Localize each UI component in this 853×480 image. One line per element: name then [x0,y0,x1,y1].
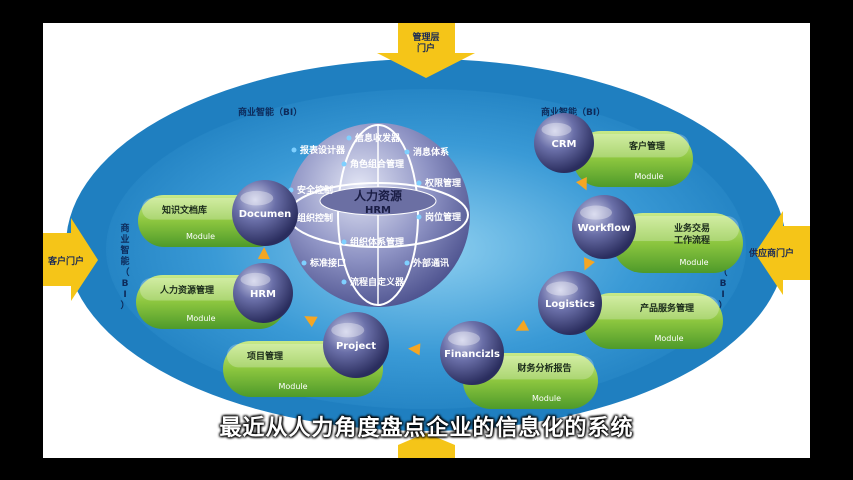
bottom-portal-arrow [398,433,455,458]
center-item: 组织体系管理 [341,236,404,248]
bi-vertical-char: 智 [120,244,129,256]
bi-label-left: 商业智能（BI） [120,222,129,311]
center-item: 流程自定义器 [341,276,405,288]
bi-vertical-char: B [122,279,129,289]
svg-text:报表设计器: 报表设计器 [300,144,346,156]
bi-vertical-char: 能 [120,255,129,267]
orbit-arrow [304,316,318,328]
bi-vertical-char: B [720,279,727,289]
module-caption: Module [532,394,561,403]
bi-label-top-left: 商业智能（BI） [238,106,302,118]
center-item: 消息体系 [404,146,449,158]
top-portal-label-1: 管理层 [412,31,439,43]
center-title: 人力资源 [354,188,402,203]
module-node-name: Documen [239,209,292,220]
center-item: 角色组合管理 [341,158,404,170]
center-item: 信息收发器 [346,132,401,144]
module-node-name: Project [336,341,376,352]
orbit-arrow [408,343,421,356]
top-portal-arrow: 管理层 门户 [377,23,475,78]
module-caption: Module [278,382,307,391]
right-portal-arrow: 供应商门户 [748,211,810,295]
module-node-name: Workflow [578,223,631,234]
orbit-arrow [583,257,595,271]
svg-text:组织体系管理: 组织体系管理 [350,236,404,248]
orbit-arrow [515,319,530,331]
module-label: 业务交易 [674,222,710,234]
center-item: 报表设计器 [291,144,346,156]
center-subtitle: HRM [365,205,391,216]
center-item: 外部通讯 [404,257,449,269]
bi-vertical-char: 业 [120,233,129,245]
center-item: 标准接口 [301,257,346,269]
module-sphere: Workflow [572,195,636,259]
module-caption: Module [654,334,683,343]
diagram-stage: 管理层 门户 客户门户 供应商门户 商业智能（BI） 商业智能（BI） 商业智能… [43,23,810,458]
svg-text:组织控制: 组织控制 [297,212,333,224]
module-caption: Module [634,172,663,181]
module-sphere: Logistics [538,271,602,335]
module-label: 工作流程 [674,234,710,246]
svg-text:外部通讯: 外部通讯 [412,257,449,269]
module-sphere: CRM [534,113,594,173]
svg-text:消息体系: 消息体系 [413,146,449,158]
module-label: 项目管理 [247,350,283,362]
module-node-name: HRM [250,289,276,300]
center-item: 岗位管理 [416,211,461,223]
left-portal-arrow: 客户门户 [43,218,98,301]
module-caption: Module [186,314,215,323]
module-node-name: Logistics [545,299,595,310]
orbit-arrow [576,177,587,191]
module-label: 财务分析报告 [516,362,571,374]
svg-text:流程自定义器: 流程自定义器 [350,276,405,288]
module-node-name: Financizls [444,349,500,360]
svg-text:岗位管理: 岗位管理 [425,211,461,223]
module-sphere: Documen [232,180,298,246]
module-pill: 客户管理 Module [573,131,693,187]
module-caption: Module [186,232,215,241]
svg-text:安全控制: 安全控制 [297,184,333,196]
bi-vertical-char: I [123,290,126,300]
module-label: 人力资源管理 [159,284,214,296]
module-caption: Module [679,258,708,267]
bi-vertical-char: （ [718,267,727,278]
module-sphere: Financizls [440,321,504,385]
bi-vertical-char: I [721,290,724,300]
center-item: 权限管理 [416,177,461,189]
video-subtitle: 最近从人力角度盘点企业的信息化的系统 [219,416,634,441]
bi-vertical-char: ） [120,300,129,311]
svg-text:信息收发器: 信息收发器 [355,132,401,144]
module-label: 知识文档库 [161,204,207,216]
bi-vertical-char: （ [120,267,129,278]
svg-text:角色组合管理: 角色组合管理 [350,158,404,170]
module-label: 产品服务管理 [640,302,694,314]
module-sphere: HRM [233,263,293,323]
module-label: 客户管理 [628,140,665,152]
right-portal-label: 供应商门户 [748,247,794,259]
enterprise-system-diagram: 管理层 门户 客户门户 供应商门户 商业智能（BI） 商业智能（BI） 商业智能… [43,23,810,458]
module-pill: 产品服务管理 Module [583,293,723,349]
svg-text:标准接口: 标准接口 [309,257,346,269]
svg-text:权限管理: 权限管理 [424,177,461,189]
module-sphere: Project [323,312,389,378]
left-portal-label: 客户门户 [47,255,84,267]
bi-vertical-char: ） [718,300,727,311]
top-portal-label-2: 门户 [417,42,435,54]
orbit-arrow [257,247,270,260]
bi-vertical-char: 商 [120,222,129,234]
module-node-name: CRM [552,139,577,150]
